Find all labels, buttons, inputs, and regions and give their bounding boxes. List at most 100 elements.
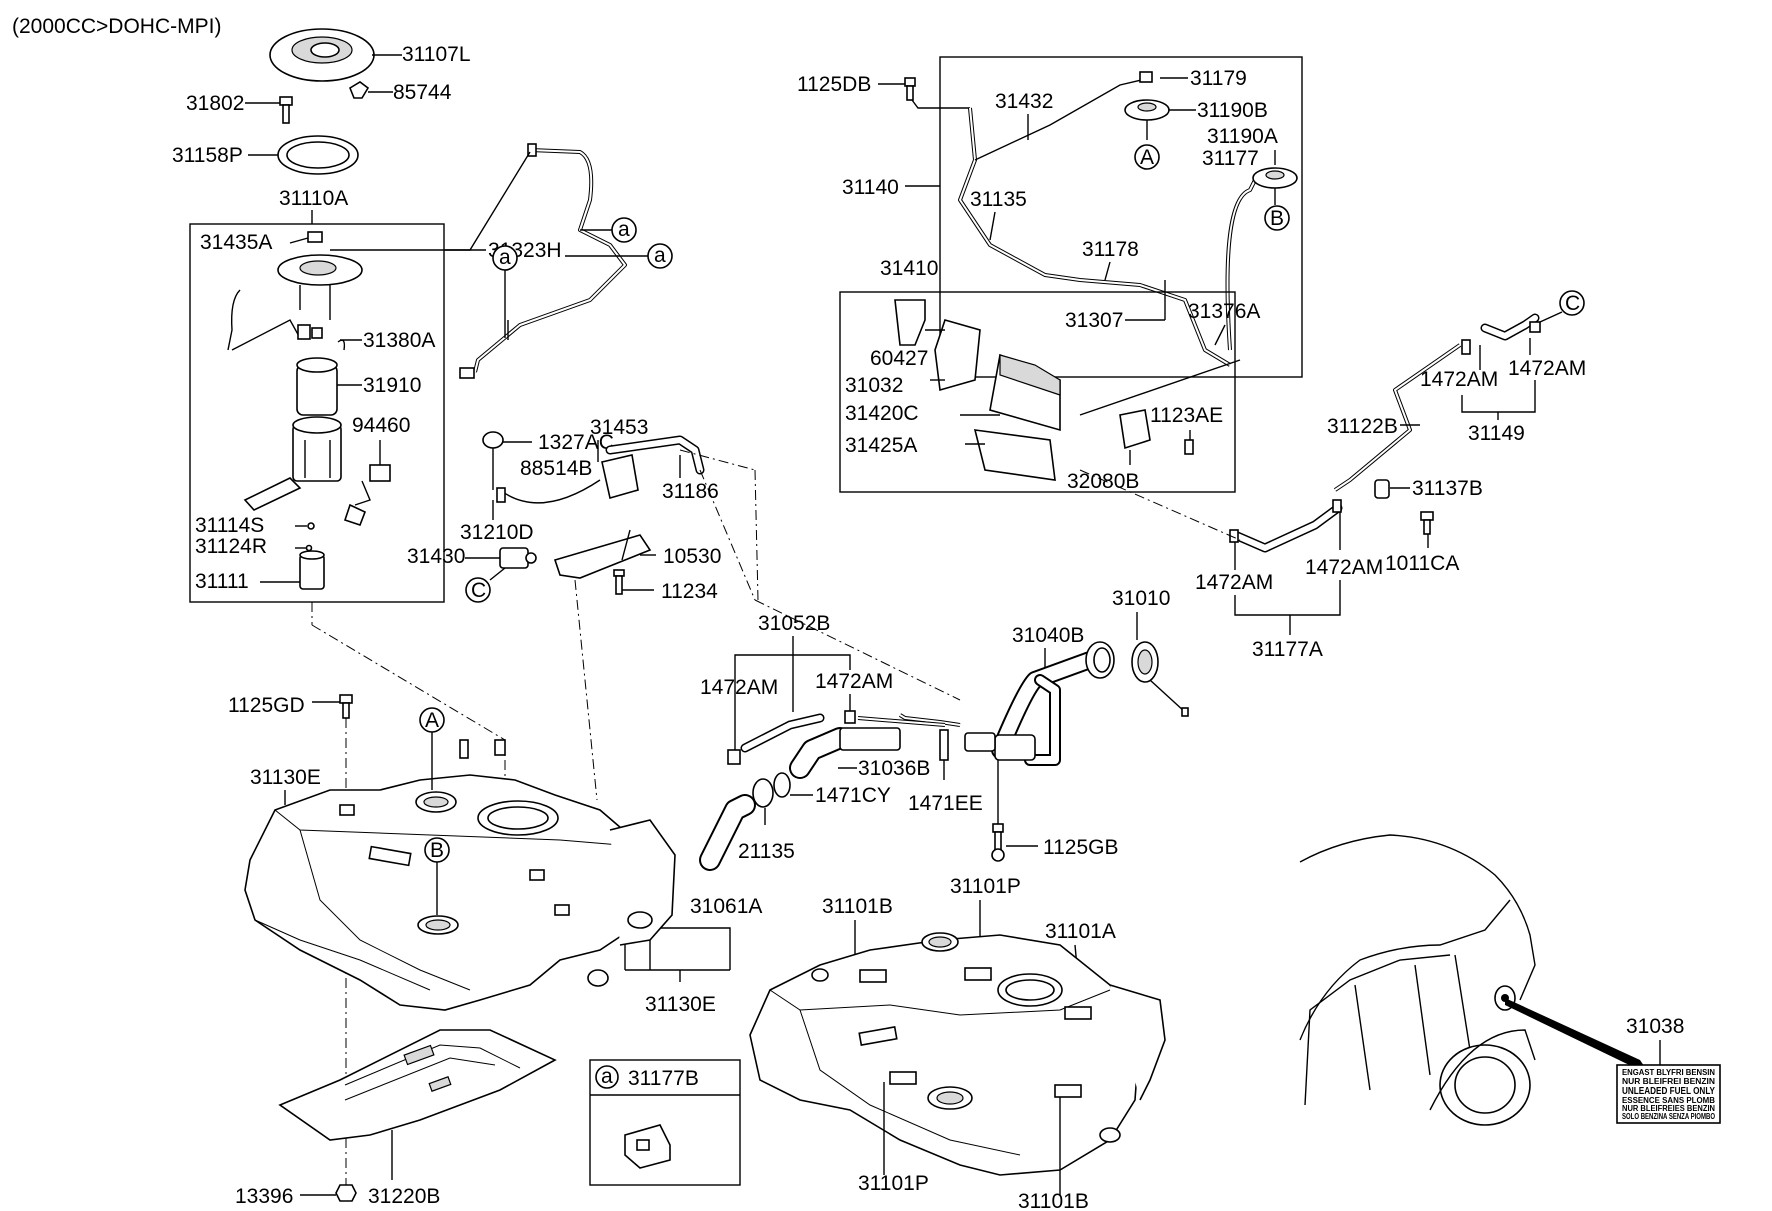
canister-box <box>839 291 1236 493</box>
part-label-1123AE: 1123AE <box>1150 404 1223 427</box>
part-label-11234: 11234 <box>661 580 718 603</box>
pump-flange <box>227 231 363 351</box>
gasket-ring-31158P <box>248 135 359 175</box>
purge-valve-31430 <box>465 547 537 581</box>
filler-cap-31190A <box>1252 150 1298 205</box>
unleaded-fuel-label-31038: ENGAST BLYFRI BENSIN NUR BLEIFREI BENZIN… <box>1616 1064 1721 1124</box>
part-label-1125GB: 1125GB <box>1043 836 1119 859</box>
part-label-88514B: 88514B <box>520 457 592 480</box>
part-label-31140: 31140 <box>842 176 899 199</box>
part-label-31040B: 31040B <box>1012 624 1084 647</box>
part-label-31177: 31177 <box>1202 147 1259 170</box>
part-label-1471EE: 1471EE <box>908 792 983 815</box>
filler-cap-31190B <box>1124 99 1196 140</box>
vapor-line-31140 <box>958 71 1257 367</box>
callout-C-1: C <box>471 579 486 602</box>
pump-motor-31111 <box>260 550 325 590</box>
part-label-31430: 31430 <box>407 545 465 568</box>
part-label-1125DB: 1125DB <box>797 73 871 96</box>
fuel-tank-31130E <box>244 739 676 1011</box>
bolt-1125GB <box>991 760 1038 862</box>
part-label-31135: 31135 <box>970 188 1027 211</box>
bolt-1125DB <box>878 77 970 109</box>
part-label-13396: 13396 <box>235 1185 293 1208</box>
part-label-31130E-b: 31130E <box>645 993 716 1016</box>
callout-B-2: B <box>430 839 444 862</box>
callout-B-1: B <box>1270 207 1284 230</box>
fuel-label-line-6: SOLO BENZINA SENZA PIOMBO <box>1622 1112 1715 1121</box>
part-label-21135: 21135 <box>738 840 795 863</box>
part-label-31149: 31149 <box>1468 422 1525 445</box>
fuel-hose-31036B <box>727 710 946 779</box>
part-label-31038: 31038 <box>1626 1015 1684 1038</box>
fuel-cap-31010 <box>1131 641 1189 717</box>
fuel-filter-31910 <box>296 357 362 416</box>
hose-21135 <box>752 778 774 825</box>
part-label-31130E-a: 31130E <box>250 766 321 789</box>
part-label-1011CA: 1011CA <box>1385 552 1459 575</box>
part-label-31122B: 31122B <box>1327 415 1398 438</box>
grommet-1327AC <box>482 431 532 490</box>
filler-neck-31040B <box>898 641 1115 766</box>
part-label-31376A: 31376A <box>1188 300 1260 323</box>
part-label-1125GD: 1125GD <box>228 694 305 717</box>
part-label-31101P-a: 31101P <box>950 875 1021 898</box>
part-label-31124R: 31124R <box>195 535 267 558</box>
part-label-31910: 31910 <box>363 374 421 397</box>
bolt-1125GD <box>312 694 353 719</box>
vent-hose-31177A <box>1229 499 1343 553</box>
bolt-1011CA <box>1420 511 1434 548</box>
part-label-31177A: 31177A <box>1252 638 1323 661</box>
part-label-31435A: 31435A <box>200 231 272 254</box>
part-label-31190A: 31190A <box>1207 125 1278 148</box>
part-label-1472AM-a: 1472AM <box>1420 368 1498 391</box>
part-label-31101P-b: 31101P <box>858 1172 929 1195</box>
filler-vent-hose-31122B <box>1333 313 1541 492</box>
part-label-10530: 10530 <box>663 545 721 568</box>
pump-reservoir <box>243 416 342 511</box>
part-label-31137B: 31137B <box>1412 477 1483 500</box>
part-label-31307: 31307 <box>1065 309 1123 332</box>
part-label-31032: 31032 <box>845 374 903 397</box>
bolt-31802 <box>245 96 293 124</box>
callout-a-3: a <box>499 246 511 269</box>
part-label-1471CY: 1471CY <box>815 784 891 807</box>
part-label-31179: 31179 <box>1190 67 1247 90</box>
part-label-60427: 60427 <box>870 347 928 370</box>
fuel-label-line-4: ESSENCE SANS PLOMB <box>1622 1096 1715 1105</box>
engine-spec-header: (2000CC>DOHC-MPI) <box>12 15 221 38</box>
part-label-31220B: 31220B <box>368 1185 440 1208</box>
part-label-31177B: 31177B <box>628 1067 699 1090</box>
part-label-31101B-b: 31101B <box>1018 1190 1089 1211</box>
bolt-11234 <box>613 569 654 595</box>
part-label-31425A: 31425A <box>845 434 917 457</box>
part-label-32080B: 32080B <box>1067 470 1139 493</box>
clamp-1471CY <box>773 772 813 798</box>
part-label-31210D: 31210D <box>460 521 534 544</box>
canister-valve-31453 <box>496 435 705 504</box>
pump-assembly-box <box>189 223 445 603</box>
part-label-31114S: 31114S <box>195 514 264 537</box>
part-label-31420C: 31420C <box>845 402 919 425</box>
part-label-85744: 85744 <box>393 81 452 104</box>
clamp-1471EE <box>939 729 949 780</box>
filler-hose-31061A <box>699 794 756 871</box>
part-label-1327AC: 1327AC <box>538 431 614 454</box>
fuel-label-line-2: NUR BLEIFREI BENZIN <box>1622 1077 1715 1086</box>
part-label-31432: 31432 <box>995 90 1053 113</box>
bracket-10530 <box>553 529 656 579</box>
part-label-31410: 31410 <box>880 257 938 280</box>
fuel-label-line-1: ENGAST BLYFRI BENSIN <box>1622 1068 1715 1077</box>
inset-box-31177B <box>589 1059 741 1186</box>
fuel-sender-94460 <box>343 440 391 527</box>
clip-31177B <box>624 1124 671 1169</box>
part-label-31010: 31010 <box>1112 587 1170 610</box>
part-label-31186: 31186 <box>662 480 719 503</box>
part-label-31052B: 31052B <box>758 612 830 635</box>
fuel-label-line-5: NUR BLEIFREIES BENZIN <box>1622 1104 1715 1113</box>
part-label-31158P: 31158P <box>172 144 243 167</box>
part-label-94460: 94460 <box>352 414 410 437</box>
part-label-31110A: 31110A <box>279 187 348 210</box>
